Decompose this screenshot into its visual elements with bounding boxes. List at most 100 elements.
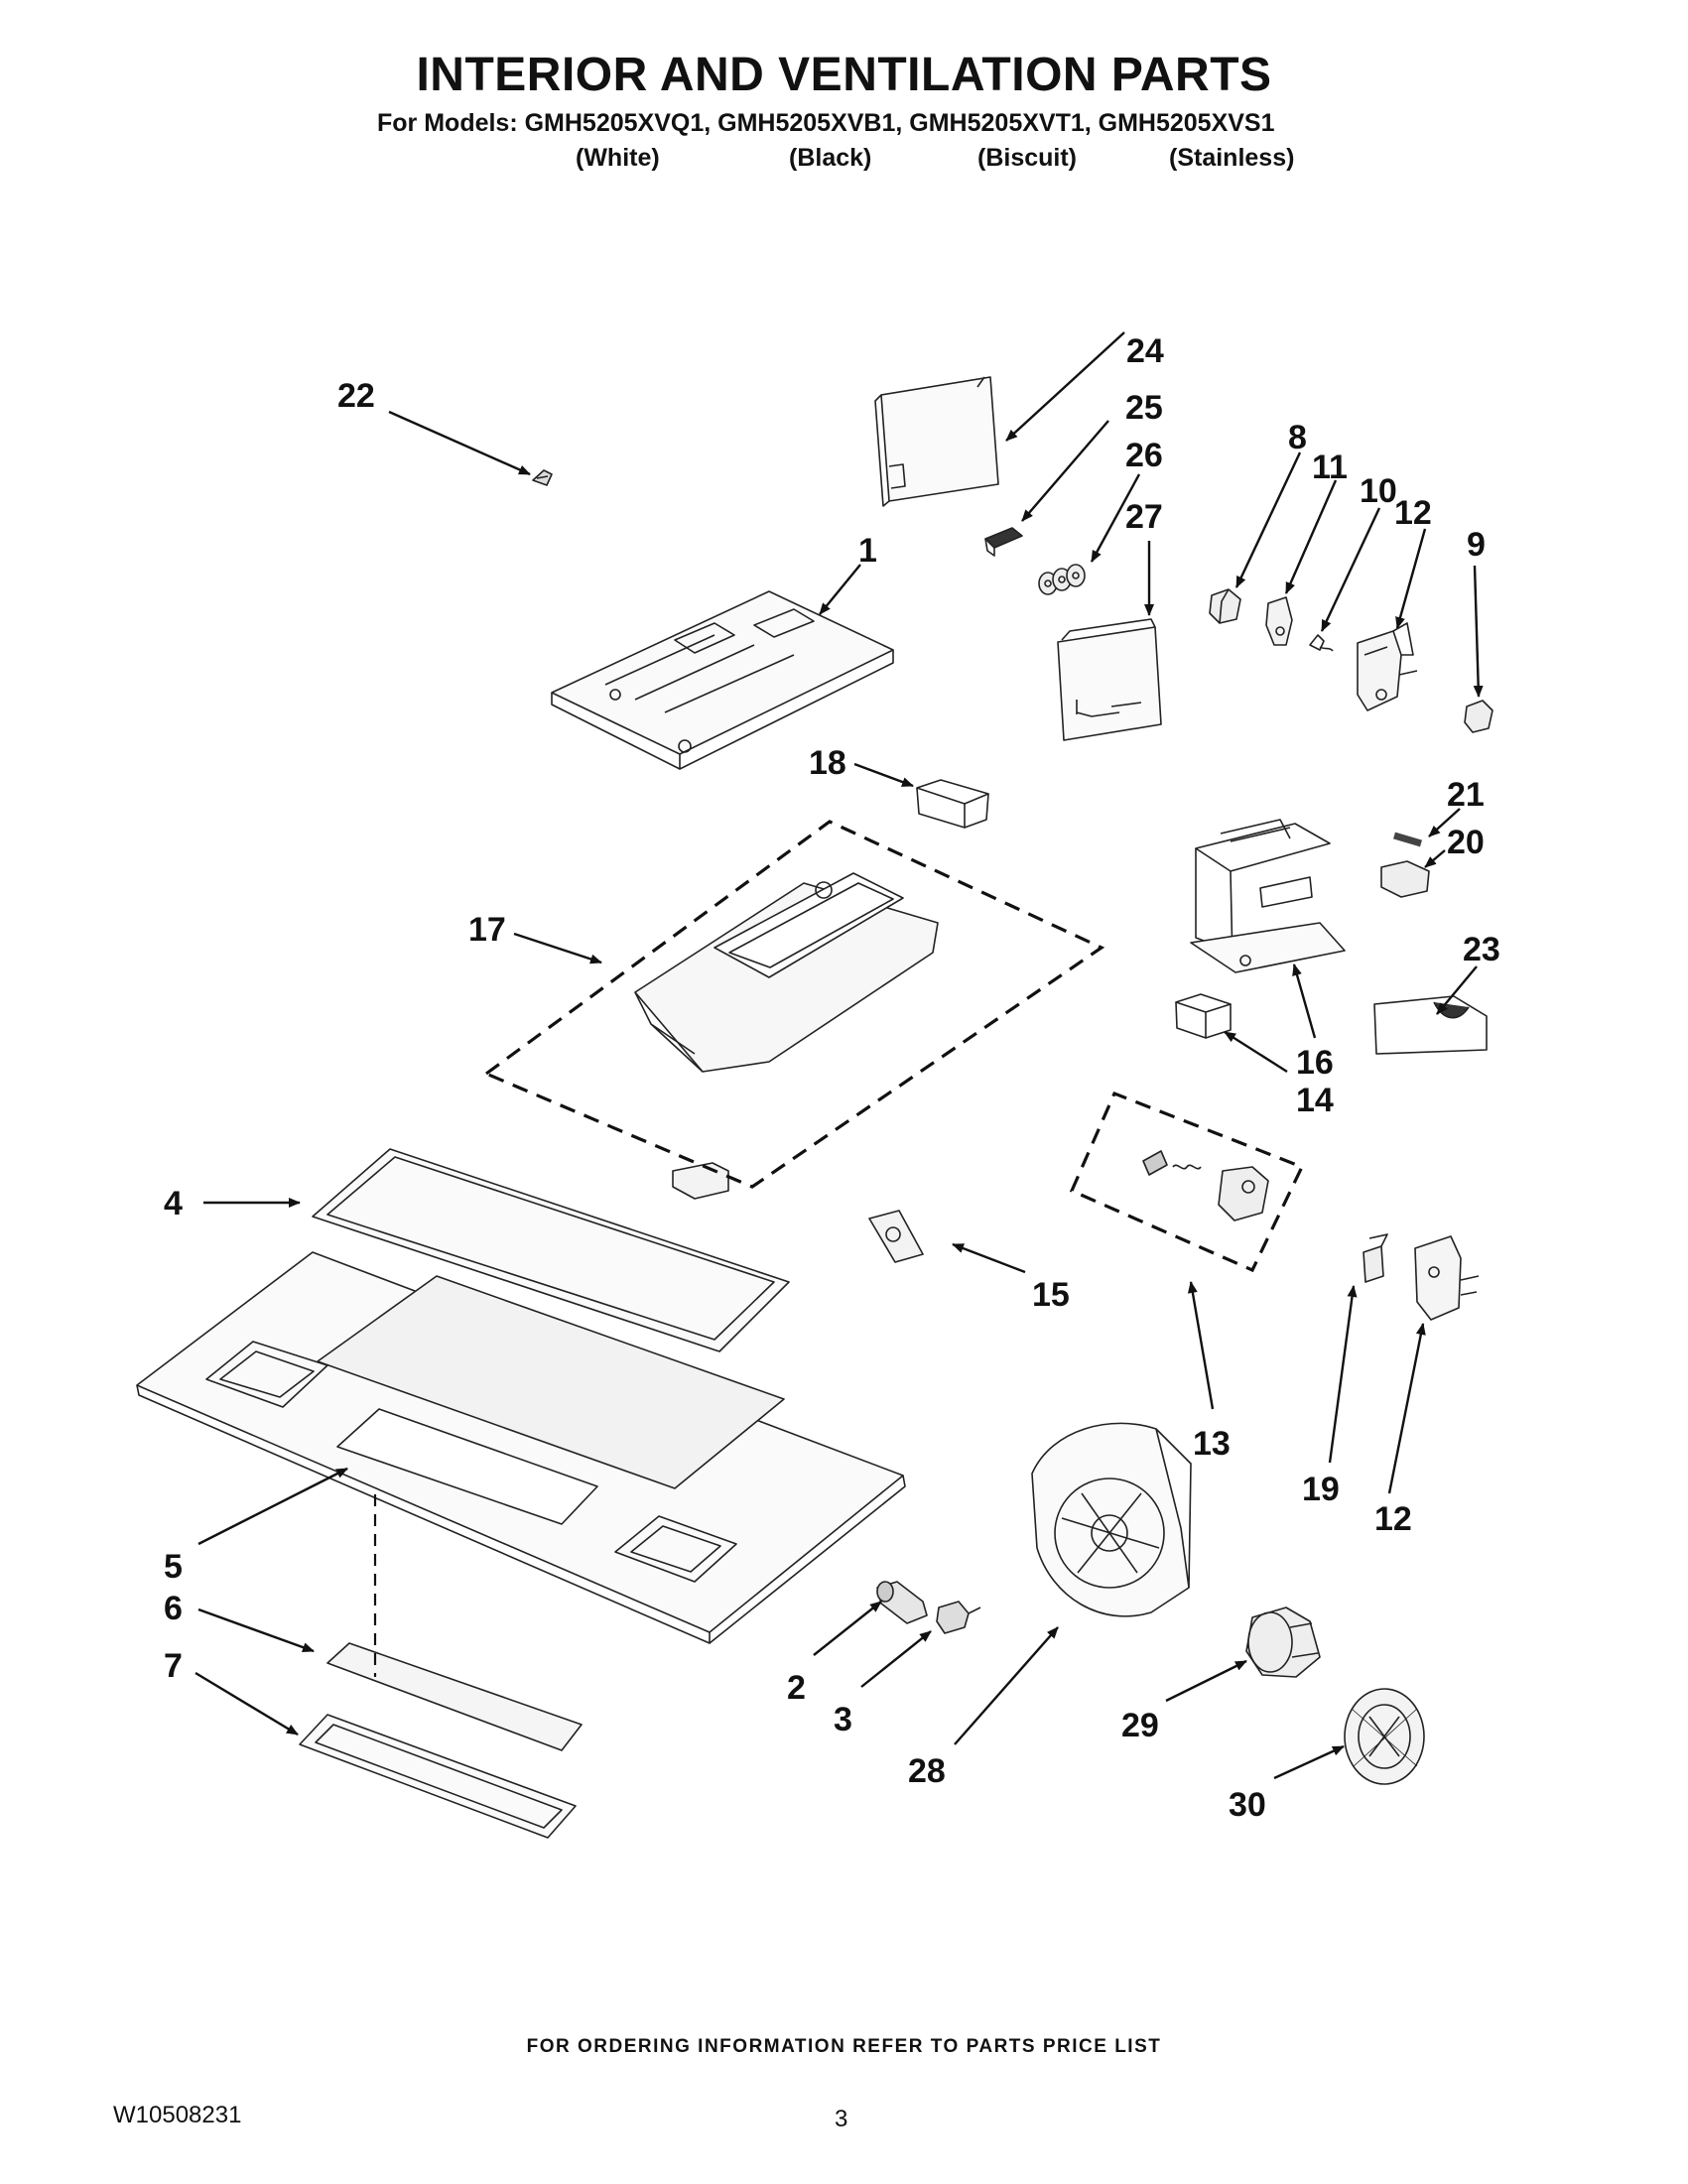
- color-white: (White): [576, 144, 660, 172]
- callout-17: 17: [468, 911, 506, 949]
- part-23-cover: [1373, 995, 1488, 1055]
- part-26-fuses: [1038, 564, 1086, 595]
- part-20-holder: [1380, 860, 1430, 898]
- arrow-28: [954, 1626, 1059, 1745]
- part-30-fan-wheel: [1344, 1688, 1425, 1785]
- arrow-30: [1273, 1744, 1345, 1780]
- part-22-clip: [532, 469, 553, 486]
- callout-3: 3: [834, 1701, 852, 1738]
- callout-1: 1: [858, 532, 877, 570]
- arrow-3: [860, 1630, 932, 1688]
- page-title: INTERIOR AND VENTILATION PARTS: [416, 49, 1272, 101]
- callout-7: 7: [164, 1647, 183, 1685]
- arrow-2: [813, 1601, 882, 1656]
- part-5-bottom-plate: [136, 1251, 906, 1644]
- part-24-bracket: [874, 376, 999, 507]
- callout-21: 21: [1447, 776, 1485, 814]
- arrow-10: [1320, 507, 1381, 632]
- callout-15: 15: [1032, 1276, 1070, 1314]
- arrow-13: [1187, 1281, 1215, 1410]
- arrow-12a: [1395, 528, 1427, 629]
- part-12-latch-lower: [1414, 1235, 1480, 1321]
- callout-22: 22: [337, 377, 375, 415]
- arrow-25: [1021, 420, 1109, 522]
- callout-2: 2: [787, 1669, 806, 1707]
- arrow-26: [1090, 473, 1141, 563]
- part-25-connector: [984, 527, 1023, 557]
- callout-18: 18: [809, 744, 846, 782]
- part-28-blower-housing: [1031, 1422, 1192, 1617]
- callout-5: 5: [164, 1548, 183, 1586]
- part-14-relay: [1175, 993, 1232, 1039]
- part-2-socket: [876, 1581, 928, 1624]
- color-biscuit: (Biscuit): [977, 144, 1077, 172]
- arrow-16: [1292, 964, 1317, 1039]
- callout-4: 4: [164, 1185, 183, 1222]
- part-8-switch: [1209, 588, 1241, 624]
- arrow-17: [513, 932, 602, 964]
- part-18-box: [916, 779, 989, 829]
- part-4-filter: [312, 1148, 790, 1352]
- part-12-latch-upper: [1357, 622, 1418, 711]
- part-7-lens: [299, 1714, 577, 1839]
- part-29-motor: [1245, 1606, 1321, 1678]
- arrow-14: [1224, 1030, 1288, 1074]
- part-17-duct: [634, 872, 939, 1200]
- callout-6: 6: [164, 1590, 183, 1627]
- callout-9: 9: [1467, 526, 1486, 564]
- callout-26: 26: [1125, 437, 1163, 474]
- part-9-switch: [1464, 700, 1493, 733]
- callout-14: 14: [1296, 1082, 1334, 1119]
- callout-24: 24: [1126, 332, 1164, 370]
- callout-20: 20: [1447, 824, 1485, 861]
- arrow-19: [1328, 1285, 1358, 1464]
- arrow-22: [388, 410, 531, 476]
- arrow-20: [1424, 849, 1446, 868]
- group-17-outline: [482, 820, 1105, 1189]
- part-13-assembly: [1142, 1150, 1269, 1221]
- arrow-21: [1428, 808, 1461, 837]
- page-number: 3: [835, 2106, 848, 2132]
- callout-23: 23: [1463, 931, 1500, 968]
- arrow-1: [819, 564, 861, 615]
- callout-30: 30: [1229, 1786, 1266, 1824]
- arrow-9: [1473, 565, 1484, 698]
- callout-13: 13: [1193, 1425, 1231, 1463]
- part-3-lamp: [936, 1601, 981, 1634]
- callout-28: 28: [908, 1752, 946, 1790]
- callout-19: 19: [1302, 1471, 1340, 1508]
- arrow-6: [197, 1607, 315, 1653]
- document-number: W10508231: [113, 2102, 242, 2128]
- part-21-pin: [1393, 832, 1422, 847]
- part-1-base-plate: [551, 590, 894, 770]
- callout-8: 8: [1288, 419, 1307, 456]
- callout-11: 11: [1312, 449, 1348, 486]
- arrow-23: [1436, 965, 1478, 1015]
- callout-27: 27: [1125, 498, 1163, 536]
- part-16-frame: [1190, 819, 1346, 973]
- arrow-24: [1005, 331, 1125, 442]
- part-19-switch: [1363, 1233, 1388, 1283]
- arrow-7: [195, 1671, 299, 1736]
- arrow-8: [1234, 451, 1302, 588]
- callout-10: 10: [1360, 472, 1397, 510]
- part-15-bracket: [868, 1210, 924, 1263]
- part-6-pad: [326, 1642, 583, 1751]
- color-stainless: (Stainless): [1169, 144, 1295, 172]
- ordering-footer: FOR ORDERING INFORMATION REFER TO PARTS …: [526, 2036, 1162, 2057]
- arrow-12b: [1387, 1323, 1426, 1494]
- part-27-board: [1057, 618, 1162, 741]
- arrow-18: [853, 762, 914, 788]
- arrow-5: [197, 1467, 348, 1546]
- callout-16: 16: [1296, 1044, 1334, 1082]
- callout-12-lower: 12: [1374, 1500, 1412, 1538]
- color-black: (Black): [789, 144, 872, 172]
- callout-12-upper: 12: [1394, 494, 1432, 532]
- arrow-29: [1165, 1659, 1247, 1703]
- models-line: For Models: GMH5205XVQ1, GMH5205XVB1, GM…: [377, 109, 1275, 137]
- part-11-lever: [1265, 596, 1293, 646]
- callout-25: 25: [1125, 389, 1163, 427]
- arrow-15: [952, 1242, 1026, 1274]
- callout-29: 29: [1121, 1707, 1159, 1744]
